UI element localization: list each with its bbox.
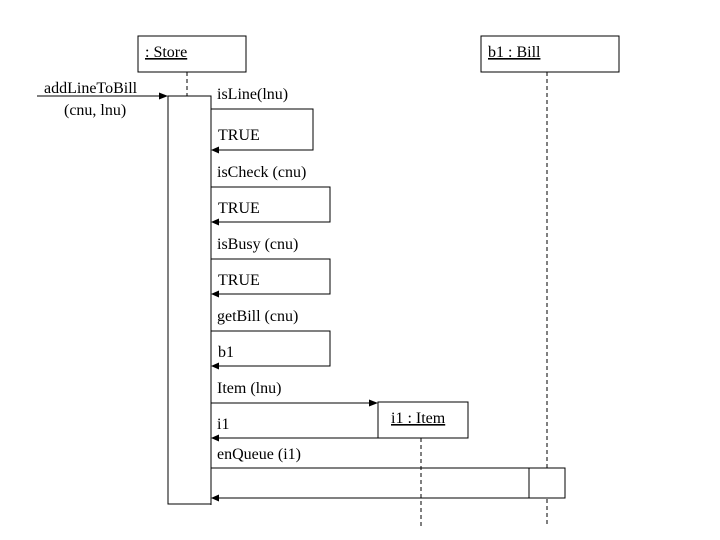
is-busy-return-label: TRUE bbox=[218, 272, 260, 289]
add-line-to-bill-label: addLineToBill bbox=[44, 80, 138, 97]
is-check-return-label: TRUE bbox=[218, 200, 260, 217]
store-object-box bbox=[137, 35, 247, 73]
item-return-arrowhead bbox=[211, 434, 219, 442]
is-check-label: isCheck (cnu) bbox=[217, 164, 306, 181]
add-line-to-bill-arrowhead bbox=[159, 92, 168, 100]
add-line-to-bill-params: (cnu, lnu) bbox=[64, 102, 126, 119]
store-object-label: : Store bbox=[145, 44, 187, 61]
item-object-box bbox=[377, 401, 469, 439]
get-bill-loop bbox=[211, 330, 331, 367]
store-activation-bar bbox=[167, 95, 212, 505]
is-busy-label: isBusy (cnu) bbox=[217, 236, 298, 253]
is-line-return-label: TRUE bbox=[218, 127, 260, 144]
is-check-loop bbox=[211, 186, 331, 223]
get-bill-label: getBill (cnu) bbox=[217, 308, 298, 325]
is-line-loop bbox=[211, 108, 314, 151]
get-bill-return-label: b1 bbox=[218, 344, 234, 361]
bill-activation-bar bbox=[528, 467, 566, 499]
item-create-arrowhead bbox=[369, 399, 378, 407]
item-return-label: i1 bbox=[217, 416, 229, 433]
enqueue-return-arrowhead bbox=[211, 494, 219, 502]
item-create-label: Item (lnu) bbox=[217, 380, 281, 397]
store-object: : Store bbox=[137, 35, 247, 73]
bill-object-box bbox=[480, 35, 620, 73]
is-busy-loop bbox=[211, 258, 331, 295]
is-line-label: isLine(lnu) bbox=[217, 86, 288, 103]
is-line-arrowhead bbox=[211, 146, 219, 154]
get-bill-arrowhead bbox=[211, 362, 219, 370]
bill-object-label: b1 : Bill bbox=[488, 44, 541, 61]
bill-object: b1 : Bill bbox=[480, 35, 620, 73]
enqueue-label: enQueue (i1) bbox=[217, 446, 301, 463]
item-object-label: i1 : Item bbox=[391, 410, 446, 427]
item-object: i1 : Item bbox=[377, 401, 469, 439]
is-check-arrowhead bbox=[211, 218, 219, 226]
is-busy-arrowhead bbox=[211, 290, 219, 298]
